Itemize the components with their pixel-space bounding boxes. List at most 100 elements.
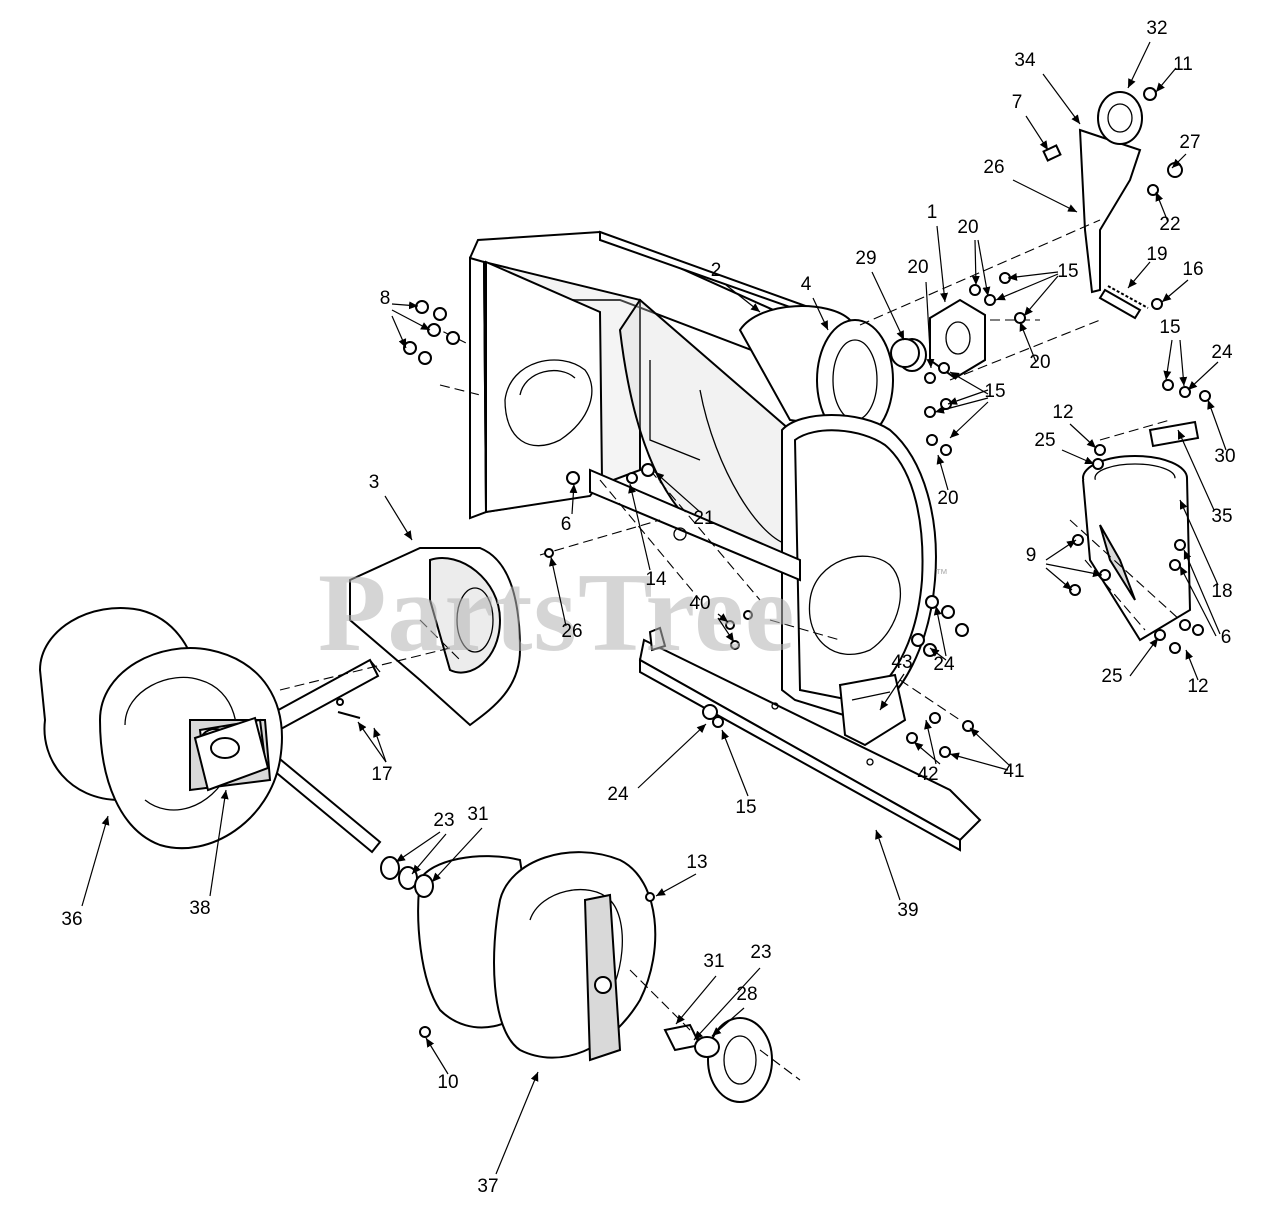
callout-label-c17: 17 xyxy=(371,764,392,785)
callout-label-c7: 7 xyxy=(1012,92,1023,113)
callout-label-c22: 22 xyxy=(1159,214,1180,235)
callout-leader-c15a-1 xyxy=(995,273,1059,301)
callout-leader-c26a-0 xyxy=(1012,179,1078,213)
callout-leader-c7-0 xyxy=(1025,115,1049,151)
callout-label-c8: 8 xyxy=(380,288,391,309)
callout-label-c25b: 25 xyxy=(1101,666,1122,687)
callout-leader-c27-0 xyxy=(1171,153,1187,169)
callout-leader-c9-0 xyxy=(1045,539,1077,561)
callout-leader-c6b-1 xyxy=(1179,565,1217,637)
callout-label-c9: 9 xyxy=(1026,545,1037,566)
callout-leader-c20c-0 xyxy=(1019,321,1037,363)
bearing-housing xyxy=(663,1017,773,1103)
callout-leader-c24b-1 xyxy=(929,647,947,661)
callout-label-c21: 21 xyxy=(693,508,714,529)
callout-label-c30: 30 xyxy=(1214,446,1235,467)
hardware xyxy=(336,87,1211,1038)
spacer-washers xyxy=(380,856,434,898)
impeller xyxy=(349,547,522,727)
callout-leader-c4-0 xyxy=(812,297,829,331)
callout-leader-c24b-0 xyxy=(933,605,947,657)
callout-label-c13: 13 xyxy=(686,852,707,873)
callout-leader-c24a-0 xyxy=(1187,361,1219,391)
callout-leader-c9-2 xyxy=(1045,567,1073,591)
callout-leader-c21-0 xyxy=(654,471,701,513)
callout-leader-c9-1 xyxy=(1045,563,1103,578)
callout-label-c23a: 23 xyxy=(433,810,454,831)
callout-leader-c2-0 xyxy=(725,284,761,313)
callout-leader-c23a-0 xyxy=(395,831,441,863)
callout-label-c37: 37 xyxy=(477,1176,498,1197)
callout-label-c41: 41 xyxy=(1003,761,1024,782)
callout-leader-c24c-0 xyxy=(637,723,707,789)
gear-box xyxy=(193,716,270,792)
callout-label-c25a: 25 xyxy=(1034,430,1055,451)
callout-leader-c12b-0 xyxy=(1185,649,1199,681)
callout-leader-c8-2 xyxy=(391,315,407,349)
callout-leader-c23a-1 xyxy=(411,833,447,875)
callout-label-c15a: 15 xyxy=(1057,261,1078,282)
callout-leader-c19-0 xyxy=(1127,261,1151,289)
idler-bracket xyxy=(1078,91,1143,320)
callout-label-c26b: 26 xyxy=(561,621,582,642)
callout-leader-c6a-0 xyxy=(569,483,578,515)
callout-leader-c16-0 xyxy=(1161,279,1189,303)
callout-leader-c40-0 xyxy=(717,613,729,623)
callout-leader-c6b-0 xyxy=(1183,549,1221,635)
callout-label-c29: 29 xyxy=(855,248,876,269)
callout-leader-c8-1 xyxy=(391,309,431,331)
callout-leader-c31a-0 xyxy=(431,827,483,883)
callout-label-c3: 3 xyxy=(369,472,380,493)
callout-leader-c20a-0 xyxy=(971,239,980,286)
callout-label-c35: 35 xyxy=(1211,506,1232,527)
callout-leader-c22-0 xyxy=(1155,191,1169,223)
callout-label-c32: 32 xyxy=(1146,18,1167,39)
callout-label-c16: 16 xyxy=(1182,259,1203,280)
callout-leader-c40-1 xyxy=(717,617,735,643)
callout-leader-c34-0 xyxy=(1042,73,1081,125)
callout-leader-c13-0 xyxy=(655,873,697,897)
scraper-bar xyxy=(638,626,982,852)
callout-leader-c15a-0 xyxy=(1007,271,1059,281)
callout-leader-c15c-3 xyxy=(949,401,989,439)
callout-label-c24a: 24 xyxy=(1211,342,1233,363)
callout-label-c10: 10 xyxy=(437,1072,458,1093)
watermark-text: PartsTree xyxy=(318,551,796,675)
callout-label-c36: 36 xyxy=(61,909,82,930)
callout-label-c20a: 20 xyxy=(957,217,978,238)
callout-leader-c15c-2 xyxy=(934,397,989,414)
callout-leader-c15b-1 xyxy=(1179,339,1188,387)
callout-leader-c32-0 xyxy=(1127,41,1151,89)
callout-label-c18: 18 xyxy=(1211,581,1232,602)
callout-leader-c20a-1 xyxy=(977,239,991,297)
callout-leader-c20b-0 xyxy=(925,281,935,369)
callout-label-c15b: 15 xyxy=(1159,317,1180,338)
watermark: PartsTree ™ xyxy=(318,551,948,675)
callout-label-c20d: 20 xyxy=(937,488,958,509)
callout-label-c15d: 15 xyxy=(735,797,756,818)
chute-adapter xyxy=(1082,420,1200,642)
callout-leader-c18-0 xyxy=(1179,499,1219,586)
callout-label-c43: 43 xyxy=(891,652,912,673)
callout-leader-c39-0 xyxy=(875,829,901,901)
callout-leader-c14-0 xyxy=(628,483,651,571)
callout-label-c24c: 24 xyxy=(607,784,629,805)
callout-label-c40: 40 xyxy=(689,593,710,614)
callout-leader-c15d-0 xyxy=(721,729,749,797)
callout-label-c39: 39 xyxy=(897,900,918,921)
callout-leader-c30-0 xyxy=(1207,399,1227,451)
callout-leader-c42-1 xyxy=(913,741,941,765)
callout-label-c15c: 15 xyxy=(984,381,1005,402)
callout-leader-c36-0 xyxy=(81,815,110,907)
callout-label-c6b: 6 xyxy=(1221,627,1232,648)
callout-label-c19: 19 xyxy=(1146,244,1167,265)
callout-leader-c23b-0 xyxy=(693,967,761,1041)
callout-leader-c28-0 xyxy=(711,1007,745,1037)
callout-leader-c38-0 xyxy=(209,789,229,897)
callout-leader-c10-0 xyxy=(425,1037,449,1075)
callout-label-c20b: 20 xyxy=(907,257,928,278)
callout-leader-c43-0 xyxy=(879,673,905,711)
callout-label-c6a: 6 xyxy=(561,514,572,535)
callout-leader-c25a-0 xyxy=(1061,449,1095,465)
callout-label-c14: 14 xyxy=(645,569,667,590)
